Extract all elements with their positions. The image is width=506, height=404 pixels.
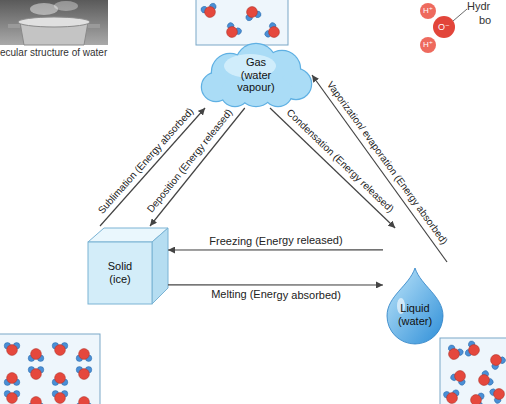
water-molecule bbox=[489, 385, 506, 404]
pot-handle bbox=[88, 24, 100, 28]
cloud-outline bbox=[202, 44, 311, 106]
ice-lattice-box bbox=[0, 334, 100, 404]
hydrogen-atom: H⁺ bbox=[420, 37, 436, 53]
water-molecule bbox=[4, 343, 20, 356]
water-molecule bbox=[76, 397, 92, 404]
transition-label: Condensation (Energy released) bbox=[284, 108, 395, 215]
water-molecule bbox=[4, 373, 20, 386]
transition-arrow bbox=[312, 75, 447, 262]
drop-outline bbox=[387, 268, 443, 344]
phase-label: H⁺ bbox=[423, 41, 433, 49]
oxygen-atom: O⁻ bbox=[433, 16, 455, 38]
gas-cloud: Gas (water vapour) bbox=[200, 42, 312, 108]
leader-line bbox=[453, 9, 467, 21]
transition-label: Melting (Energy absorbed) bbox=[211, 289, 341, 300]
water-drop: Liquid (water) bbox=[383, 228, 447, 346]
water-molecule bbox=[200, 2, 219, 19]
transition-label: Deposition (Energy released) bbox=[146, 108, 235, 215]
phase-label: Liquid (water) bbox=[391, 302, 439, 327]
water-molecule bbox=[28, 367, 44, 380]
phase-label: Solid (ice) bbox=[100, 260, 140, 285]
water-molecule bbox=[464, 340, 481, 359]
hydrogen-atom: H⁺ bbox=[420, 3, 436, 19]
water-molecule bbox=[450, 367, 470, 386]
phase-label: O⁻ bbox=[438, 23, 450, 32]
water-molecule bbox=[469, 391, 484, 404]
pot-handle bbox=[8, 24, 20, 28]
water-molecule bbox=[52, 343, 68, 356]
photo-caption: ecular structure of water bbox=[0, 48, 107, 58]
cropped-callout: Hydr bbox=[467, 1, 490, 12]
transition-label: Sublimation (Energy absorbed) bbox=[96, 106, 195, 216]
cropped-callout: bo bbox=[479, 15, 491, 26]
water-molecule bbox=[4, 391, 20, 404]
steam-puff bbox=[54, 1, 78, 11]
water-molecule bbox=[52, 373, 68, 386]
water-molecule bbox=[475, 370, 494, 390]
steam-puff bbox=[30, 3, 58, 15]
ice-cube: Solid (ice) bbox=[88, 226, 168, 304]
phase-label: Gas (water vapour) bbox=[230, 56, 282, 94]
pot-rim bbox=[18, 17, 90, 27]
cube-side-face bbox=[152, 228, 168, 304]
water-molecule bbox=[445, 344, 465, 362]
liquid-molecule-box bbox=[440, 338, 506, 404]
transition-arrow bbox=[270, 108, 395, 228]
water-molecule bbox=[76, 367, 92, 380]
transition-arrow bbox=[168, 249, 383, 250]
water-molecule bbox=[443, 389, 461, 404]
water-molecule bbox=[264, 22, 283, 42]
water-molecule bbox=[52, 391, 68, 404]
pot-photo bbox=[0, 0, 108, 45]
water-molecule bbox=[487, 351, 506, 371]
phase-label: H⁺ bbox=[423, 7, 433, 15]
water-molecule bbox=[28, 397, 44, 404]
drop-shape bbox=[383, 228, 447, 346]
water-molecule bbox=[243, 4, 262, 21]
cube-front-face bbox=[88, 242, 152, 304]
transition-label: Freezing (Energy released) bbox=[209, 235, 342, 246]
transition-arrow bbox=[168, 284, 383, 285]
water-molecule bbox=[223, 21, 243, 40]
transition-arrow bbox=[150, 108, 245, 226]
gas-molecule-box bbox=[196, 0, 288, 45]
cloud-fill bbox=[202, 44, 311, 106]
water-molecule bbox=[28, 349, 44, 362]
water-molecule bbox=[76, 349, 92, 362]
